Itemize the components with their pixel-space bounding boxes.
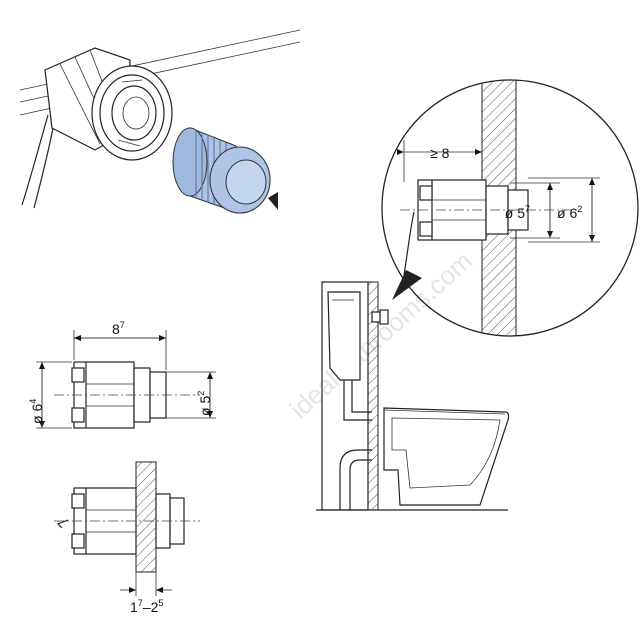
dim-wall-range: 17–25 <box>130 598 163 615</box>
detail-circle: ≥ 8 ø 57 ø 62 <box>381 79 639 337</box>
dim-bore-inner: ø 57 <box>505 204 530 221</box>
isometric-view <box>19 29 301 214</box>
side-view-dimensions: 87 ø 64 ø 52 <box>28 320 216 429</box>
watermark-text: idealbathrooms.com <box>284 246 478 425</box>
dim-body-diameter: ø 52 <box>196 391 213 416</box>
dim-length: 87 <box>112 320 125 337</box>
installed-view: 17–25 <box>54 461 200 615</box>
dim-flange-diameter: ø 64 <box>28 399 45 424</box>
dim-min-depth: ≥ 8 <box>430 145 450 161</box>
toilet-section <box>316 281 510 511</box>
push-button-blue <box>172 127 278 214</box>
dim-bore-outer: ø 62 <box>557 204 582 221</box>
housing-body <box>44 47 173 161</box>
